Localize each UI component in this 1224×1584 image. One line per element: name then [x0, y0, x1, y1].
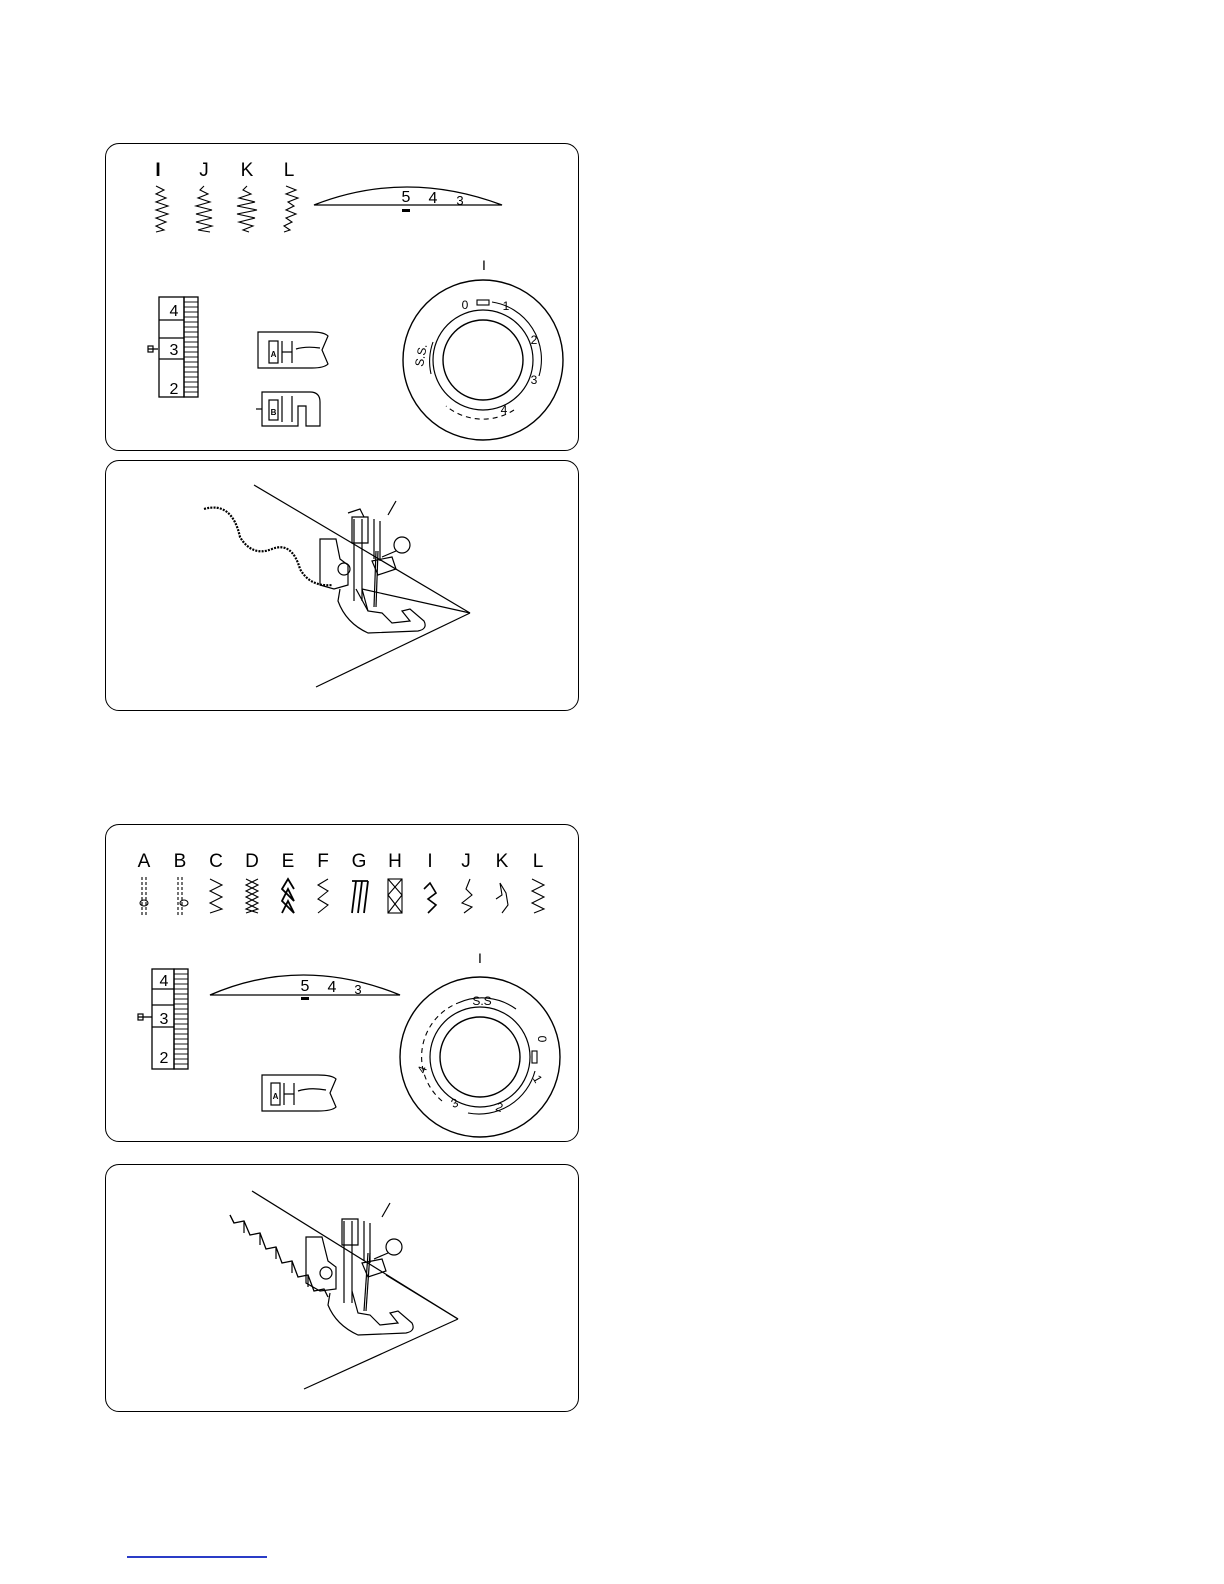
sewing-illustration-scallop — [105, 460, 579, 711]
stitch-letter-I: I — [155, 160, 160, 181]
stitch-pattern-B-icon — [178, 877, 188, 915]
dial-ss-label: S.S. — [412, 343, 430, 368]
fabric-edge-line — [316, 613, 470, 687]
foot-label-A: A — [273, 1092, 279, 1101]
stitch-pattern-I-icon — [424, 883, 436, 913]
dial-number-0: 0 — [462, 298, 469, 312]
stitch-pattern-H-icon — [388, 879, 402, 913]
stitch-pattern-J-icon — [462, 879, 472, 913]
tension-number-3: 3 — [456, 193, 463, 208]
presser-foot-edge-drawing — [106, 1165, 579, 1412]
tension-number-5: 5 — [402, 189, 411, 206]
stitch-length-3: 3 — [170, 342, 179, 359]
stitch-pattern-L-icon — [284, 186, 298, 232]
stitch-letter-B: B — [174, 851, 187, 872]
stitch-letter-G: G — [352, 851, 367, 872]
shell-edge-stitch-icon — [230, 1215, 328, 1297]
stitch-pattern-F-icon — [318, 879, 328, 913]
tension-indicator-mark — [402, 209, 410, 212]
tension-number-4: 4 — [328, 979, 337, 996]
stitch-length-2: 2 — [170, 381, 179, 398]
dial-number-3: 3 — [449, 1095, 460, 1111]
stitch-pattern-D-icon — [246, 879, 258, 913]
stitch-length-4: 4 — [160, 973, 169, 990]
settings-illustration: A B C D E F G H I J K L — [106, 825, 579, 1142]
stitch-length-4: 4 — [170, 303, 179, 320]
dial-top-mark: I — [482, 257, 486, 273]
settings-illustration: I J K L 5 4 3 — [106, 144, 579, 451]
stitch-pattern-J-icon — [196, 186, 212, 232]
dial-number-2: 2 — [494, 1100, 505, 1116]
stitch-length-3: 3 — [160, 1011, 169, 1028]
stitch-letter-J: J — [199, 160, 209, 181]
tension-indicator-mark — [301, 997, 309, 1000]
dial-number-1: 1 — [503, 299, 510, 313]
foot-label-A: A — [271, 350, 277, 359]
stitch-pattern-G-icon — [352, 881, 368, 913]
stitch-letter-H: H — [388, 851, 402, 872]
tension-number-5: 5 — [301, 978, 310, 995]
stitch-letter-C: C — [209, 851, 223, 872]
settings-panel-scallop: I J K L 5 4 3 — [105, 143, 579, 451]
stitch-letter-A: A — [138, 851, 151, 872]
stitch-pattern-A-icon — [140, 877, 148, 915]
sewing-illustration-edge — [105, 1164, 579, 1412]
stitch-letter-K: K — [496, 851, 509, 872]
fabric-edge-line — [304, 1319, 458, 1389]
presser-foot-scallop-drawing — [106, 461, 579, 711]
dial-number-1: 1 — [530, 1073, 546, 1086]
stitch-pattern-K-icon — [496, 883, 508, 913]
stitch-patterns — [140, 877, 544, 915]
stitch-letter-L: L — [284, 160, 295, 181]
stitch-letter-D: D — [245, 851, 259, 872]
stitch-length-2: 2 — [160, 1050, 169, 1067]
foot-label-B: B — [271, 408, 277, 417]
stitch-letter-F: F — [317, 851, 329, 872]
stitch-letter-J: J — [461, 851, 471, 872]
stitch-pattern-K-icon — [237, 186, 257, 232]
stitch-letter-K: K — [241, 160, 254, 181]
dial-number-2: 2 — [531, 333, 538, 347]
tension-number-3: 3 — [354, 982, 361, 997]
dial-top-mark: I — [478, 950, 482, 966]
dial-number-4: 4 — [501, 403, 508, 417]
stitch-patterns — [156, 186, 298, 232]
presser-foot-icon — [320, 501, 425, 633]
stitch-letter-I: I — [427, 851, 432, 872]
footer-link-underline[interactable] — [127, 1556, 267, 1558]
presser-foot-B-icon — [256, 392, 320, 426]
presser-foot-A-icon — [258, 332, 328, 368]
presser-foot-icon — [306, 1203, 413, 1335]
stitch-letter-L: L — [533, 851, 544, 872]
dial-ss-label: S.S — [472, 994, 491, 1008]
stitch-pattern-L-icon — [532, 879, 544, 913]
settings-panel-all-stitches: A B C D E F G H I J K L — [105, 824, 579, 1142]
stitch-pattern-E-icon — [282, 879, 294, 913]
tension-number-4: 4 — [429, 190, 438, 207]
stitch-pattern-I-icon — [156, 186, 168, 232]
dial-number-4: 4 — [415, 1064, 431, 1075]
dial-number-0: 0 — [535, 1036, 549, 1043]
dial-number-3: 3 — [531, 373, 538, 387]
stitch-pattern-C-icon — [210, 879, 222, 913]
stitch-letter-E: E — [282, 851, 295, 872]
